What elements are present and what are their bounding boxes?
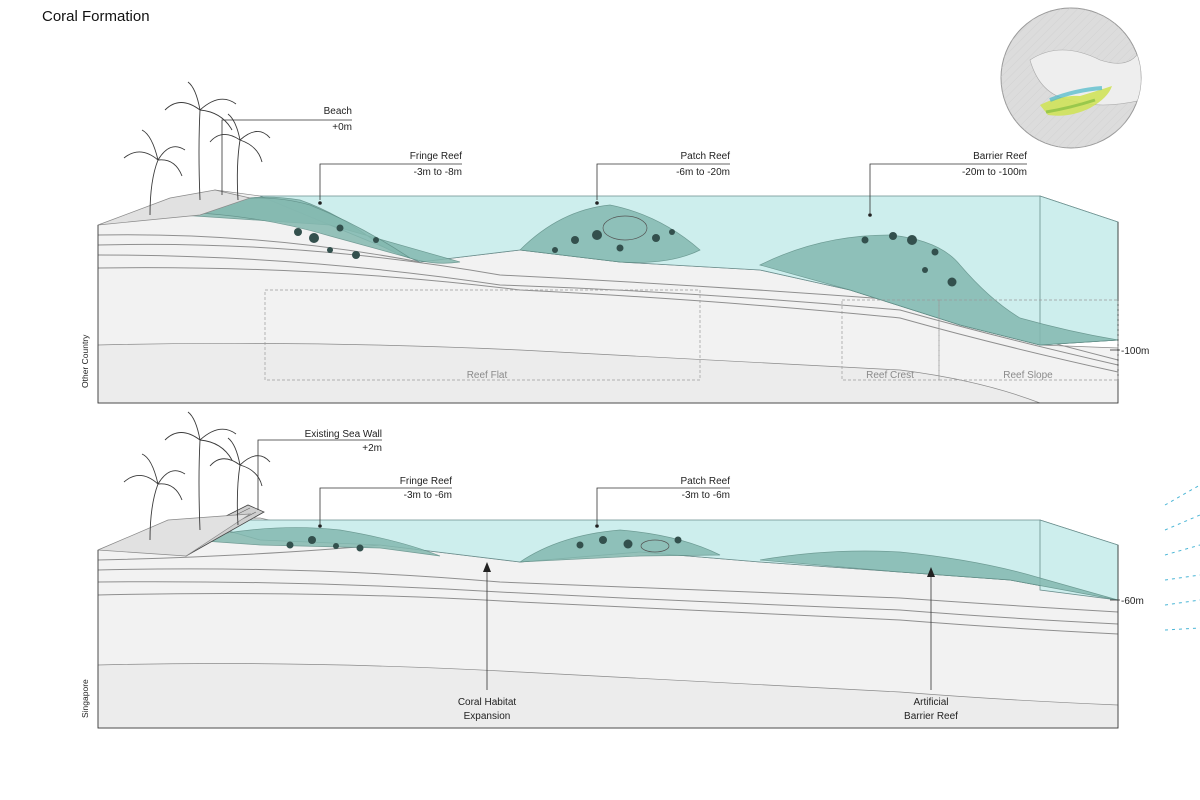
svg-text:Existing Sea Wall: Existing Sea Wall xyxy=(305,429,382,440)
svg-text:Beach: Beach xyxy=(324,106,352,117)
svg-text:Fringe Reef: Fringe Reef xyxy=(410,151,462,162)
svg-text:Barrier Reef: Barrier Reef xyxy=(904,711,958,722)
top-side-label: Other Country xyxy=(80,334,90,388)
svg-text:Fringe Reef: Fringe Reef xyxy=(400,476,452,487)
zone-reef-slope-label: Reef Slope xyxy=(1003,370,1053,381)
bottom-side-label: Singapore xyxy=(80,679,90,718)
bottom-depth-marker: -60m xyxy=(1121,596,1144,607)
svg-text:-3m to -8m: -3m to -8m xyxy=(414,167,462,178)
callout-beach: Beach +0m xyxy=(222,106,352,195)
svg-text:Patch Reef: Patch Reef xyxy=(681,151,731,162)
decorative-dashes xyxy=(1165,485,1200,630)
svg-text:-20m to -100m: -20m to -100m xyxy=(962,167,1027,178)
svg-text:-3m to -6m: -3m to -6m xyxy=(682,490,730,501)
top-depth-marker: -100m xyxy=(1121,346,1149,357)
svg-text:-3m to -6m: -3m to -6m xyxy=(404,490,452,501)
svg-text:Expansion: Expansion xyxy=(464,711,511,722)
section-top: Reef Flat Reef Crest Reef Slope -100m Ot… xyxy=(80,82,1149,403)
svg-text:Patch Reef: Patch Reef xyxy=(681,476,731,487)
section-bottom: -60m Singapore Existing Sea Wall +2m Fri… xyxy=(80,412,1144,728)
zone-reef-flat-label: Reef Flat xyxy=(467,370,508,381)
zone-reef-crest-label: Reef Crest xyxy=(866,370,914,381)
location-map xyxy=(1000,8,1142,150)
svg-text:Barrier Reef: Barrier Reef xyxy=(973,151,1027,162)
svg-text:Artificial: Artificial xyxy=(913,697,948,708)
svg-text:+0m: +0m xyxy=(332,122,352,133)
svg-text:-6m to -20m: -6m to -20m xyxy=(676,167,730,178)
svg-text:+2m: +2m xyxy=(362,443,382,454)
svg-text:Coral Habitat: Coral Habitat xyxy=(458,697,517,708)
